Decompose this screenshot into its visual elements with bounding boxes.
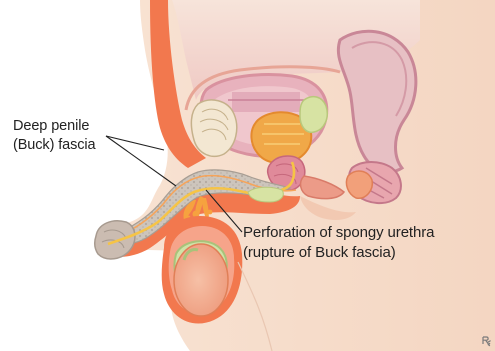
buck-fascia-label-line1: Deep penile bbox=[13, 117, 96, 136]
buck-leader-bottom bbox=[106, 136, 176, 186]
buck-fascia-label-line2: (Buck) fascia bbox=[13, 136, 96, 155]
seminal-vesicle bbox=[300, 97, 327, 133]
testis bbox=[174, 244, 228, 316]
anal-sphincter bbox=[346, 171, 372, 198]
rx-logo-icon bbox=[482, 336, 492, 347]
buck-leader-top bbox=[106, 136, 164, 150]
perforation-label-line2: (rupture of Buck fascia) bbox=[243, 243, 434, 263]
perforation-label-line1: Perforation of spongy urethra bbox=[243, 223, 434, 243]
perforation-label: Perforation of spongy urethra (rupture o… bbox=[243, 223, 434, 262]
pubic-symphysis bbox=[191, 100, 236, 156]
buck-fascia-label: Deep penile (Buck) fascia bbox=[13, 117, 96, 155]
